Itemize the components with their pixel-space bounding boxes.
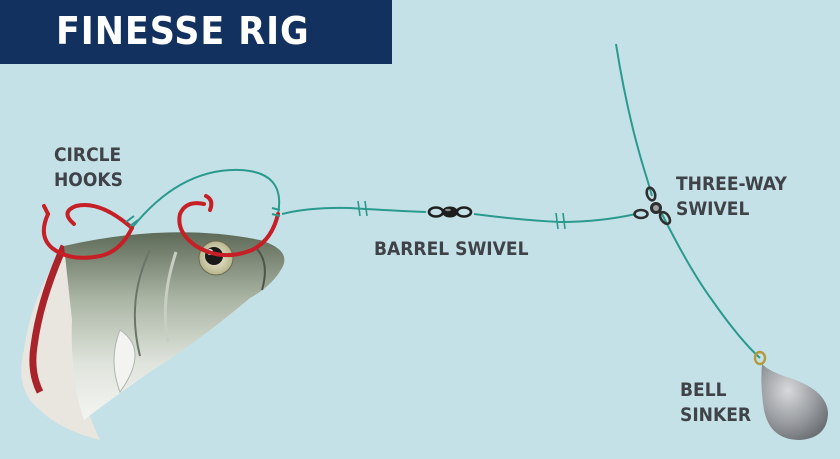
snell-loop: [131, 168, 281, 229]
label-three-way-swivel-line-2: SWIVEL: [676, 198, 750, 220]
barrel-swivel: [427, 206, 473, 218]
main-line: [615, 43, 653, 197]
three-way-swivel: [633, 186, 672, 226]
page-title: FINESSE RIG: [56, 9, 310, 53]
label-circle-hooks: CIRCLE HOOKS: [54, 143, 123, 193]
label-bell-sinker: BELL SINKER: [680, 378, 751, 428]
label-barrel-swivel-line-1: BARREL SWIVEL: [374, 238, 529, 260]
snell-wraps: [125, 207, 281, 227]
baitfish-head: [21, 232, 285, 440]
label-circle-hooks-line-2: HOOKS: [54, 169, 123, 191]
label-three-way-swivel-line-1: THREE-WAY: [676, 173, 787, 195]
bell-sinker: [753, 350, 828, 440]
leader-line-1: [473, 213, 637, 224]
label-barrel-swivel: BARREL SWIVEL: [374, 237, 528, 262]
label-circle-hooks-line-1: CIRCLE: [54, 144, 122, 166]
title-banner: FINESSE RIG: [0, 0, 392, 64]
circle-hook-right: [177, 194, 280, 258]
circle-hook-left: [41, 203, 134, 260]
leader-line-2: [281, 206, 427, 215]
label-bell-sinker-line-1: BELL: [680, 379, 727, 401]
sinker-dropper-line: [661, 213, 761, 359]
label-bell-sinker-line-2: SINKER: [680, 404, 752, 426]
line-crimp-marks: [357, 200, 566, 230]
label-three-way-swivel: THREE-WAY SWIVEL: [676, 172, 787, 222]
